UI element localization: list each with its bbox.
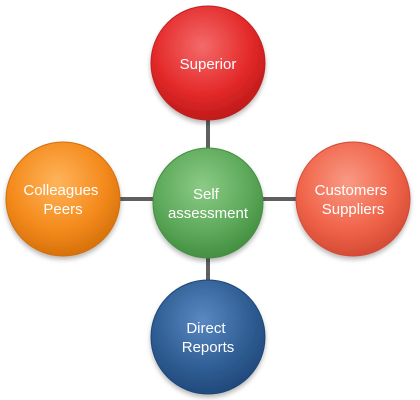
node-direct-reports-circle: [150, 279, 266, 395]
node-colleagues-peers-line-2: Peers: [43, 201, 82, 218]
node-customers-suppliers-circle: [295, 141, 411, 257]
node-self-assessment-label: Self assessment: [168, 186, 249, 222]
node-superior-line-1: Superior: [180, 56, 237, 73]
node-self-assessment-line-2: assessment: [168, 205, 249, 222]
node-colleagues-peers-line-1: Colleagues: [23, 182, 98, 199]
node-customers-suppliers: Customers Suppliers: [295, 141, 411, 257]
node-superior: Superior: [150, 5, 266, 121]
node-direct-reports-label: Direct Reports: [182, 320, 235, 356]
node-superior-label: Superior: [180, 56, 237, 73]
node-superior-circle: [150, 5, 266, 121]
node-colleagues-peers-circle: [5, 141, 121, 257]
node-direct-reports: Direct Reports: [150, 279, 266, 395]
node-customers-suppliers-line-2: Suppliers: [322, 201, 385, 218]
node-self-assessment-line-1: Self: [193, 186, 220, 203]
node-colleagues-peers: Colleagues Peers: [5, 141, 121, 257]
node-self-assessment-circle: [152, 147, 264, 259]
node-self-assessment: Self assessment: [152, 147, 264, 259]
node-direct-reports-line-1: Direct: [186, 320, 226, 337]
node-customers-suppliers-label: Customers Suppliers: [315, 182, 392, 218]
node-direct-reports-line-2: Reports: [182, 339, 235, 356]
node-customers-suppliers-line-1: Customers: [315, 182, 388, 199]
node-colleagues-peers-label: Colleagues Peers: [23, 182, 102, 218]
